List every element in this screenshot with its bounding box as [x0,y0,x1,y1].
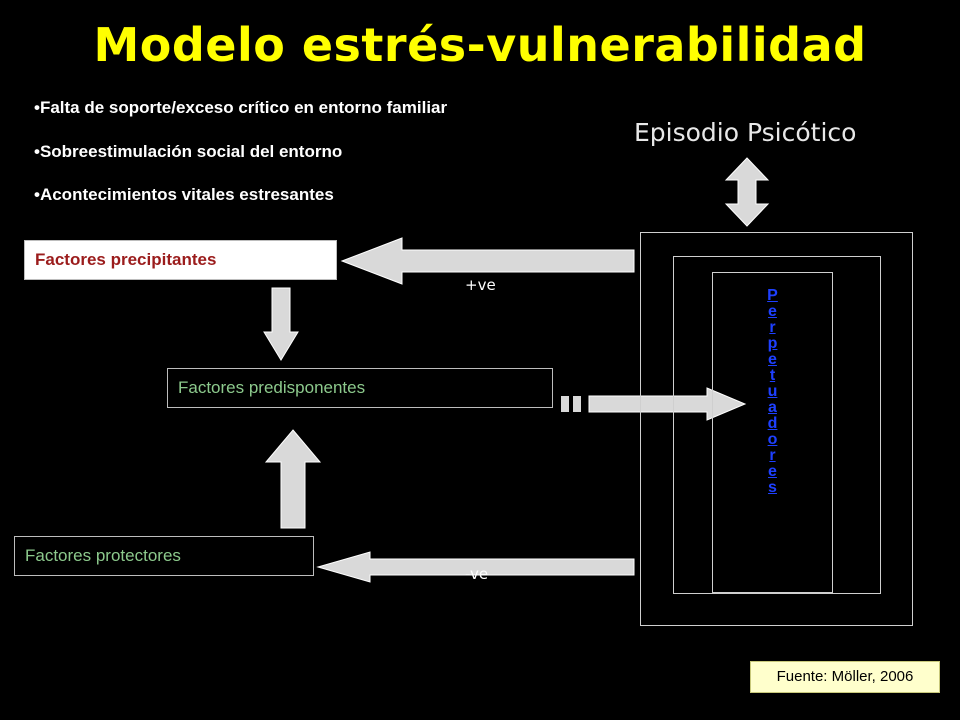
psychotic-episode-label: Episodio Psicótico [634,118,857,147]
dashed-right-arrow [561,387,747,421]
perpetuating-letter: a [768,399,777,416]
double-vertical-arrow [724,157,770,227]
perpetuating-letter: r [769,319,776,336]
perpetuating-factors-vertical-text: P e r p e t u a d o r e s [712,288,833,496]
perpetuating-letter: t [769,367,776,384]
bullet-social-overstimulation: •Sobreestimulación social del entorno [34,142,343,161]
perpetuating-letter: s [768,479,777,496]
source-citation: Fuente: Möller, 2006 [750,661,940,693]
positive-label: +ve [465,276,496,294]
up-arrow-protective [264,429,322,529]
perpetuating-letter: p [767,335,778,352]
perpetuating-letter: e [768,351,777,368]
perpetuating-letter: d [767,415,778,432]
precipitating-factors-box: Factores precipitantes [24,240,337,280]
perpetuating-letter: o [767,431,778,448]
down-arrow-precipitating [263,287,299,361]
slide-title: Modelo estrés-vulnerabilidad [93,18,867,72]
bullet-stressful-events: •Acontecimientos vitales estresantes [34,185,334,204]
predisposing-factors-box: Factores predisponentes [167,368,553,408]
bullet-family-support: •Falta de soporte/exceso crítico en ento… [34,98,448,117]
protective-factors-box: Factores protectores [14,536,314,576]
left-arrow-positive [340,237,635,285]
perpetuating-letter: r [769,447,776,464]
perpetuating-letter: P [767,287,778,304]
perpetuating-inner-frame [712,272,833,593]
perpetuating-letter: u [767,383,778,400]
left-arrow-negative [316,551,635,583]
perpetuating-middle-frame [673,256,881,594]
perpetuating-letter: e [768,463,777,480]
negative-label: -ve [465,565,489,583]
perpetuating-letter: e [768,303,777,320]
perpetuating-outer-frame [640,232,913,626]
